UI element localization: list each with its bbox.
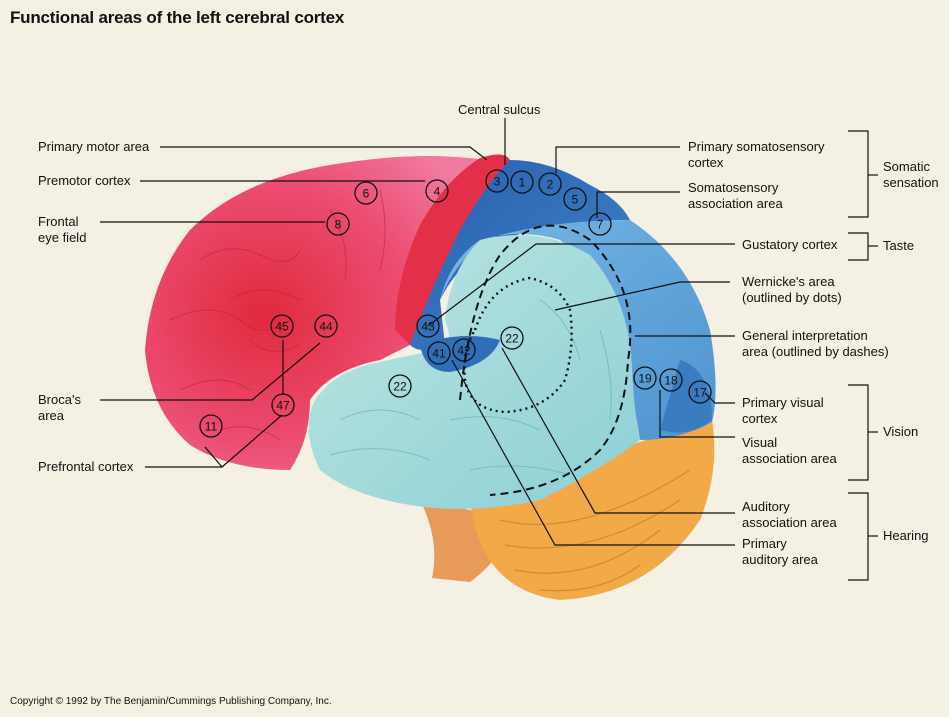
label-primary-somatosensory-line2: cortex bbox=[688, 155, 724, 170]
area-circle-a2 bbox=[538, 172, 562, 196]
area-circle-a43 bbox=[416, 314, 440, 338]
area-circle-a41 bbox=[427, 341, 451, 365]
label-visual-assoc: Visual association area bbox=[742, 435, 837, 467]
label-visual-assoc-line2: association area bbox=[742, 451, 837, 466]
visual-patch bbox=[660, 360, 712, 433]
copyright-notice: Copyright © 1992 by The Benjamin/Cumming… bbox=[10, 696, 332, 707]
area-number-a41: 41 bbox=[432, 347, 446, 361]
label-broca-line1: Broca's bbox=[38, 392, 81, 407]
temporal-lobe bbox=[308, 235, 640, 509]
label-general-interpretation-line1: General interpretation bbox=[742, 328, 868, 343]
area-number-a44: 44 bbox=[319, 320, 333, 334]
area-circle-a22a bbox=[500, 326, 524, 350]
label-premotor: Premotor cortex bbox=[38, 173, 131, 188]
area-number-a42: 42 bbox=[457, 344, 471, 358]
label-visual-assoc-line1: Visual bbox=[742, 435, 778, 450]
label-prefrontal: Prefrontal cortex bbox=[38, 459, 134, 474]
label-primary-auditory: Primary auditory area bbox=[742, 536, 818, 568]
area-circle-a6 bbox=[354, 181, 378, 205]
label-frontal-eye-line1: Frontal bbox=[38, 214, 79, 229]
label-primary-visual-line1: Primary visual bbox=[742, 395, 824, 410]
label-frontal-eye: Frontal eye field bbox=[38, 214, 86, 246]
area-number-a17: 17 bbox=[693, 386, 707, 400]
area-number-a19: 19 bbox=[638, 372, 652, 386]
area-circle-a42 bbox=[452, 338, 476, 362]
area-circle-a44 bbox=[314, 314, 338, 338]
cerebellum bbox=[470, 420, 715, 600]
group-brackets bbox=[848, 130, 878, 581]
group-taste: Taste bbox=[883, 238, 915, 253]
area-number-a11: 11 bbox=[205, 420, 218, 434]
area-circle-a17 bbox=[688, 380, 712, 404]
group-hearing: Hearing bbox=[883, 528, 929, 543]
label-broca-line2: area bbox=[38, 408, 65, 423]
group-somatic-line2: sensation bbox=[883, 175, 939, 190]
area-number-a1: 1 bbox=[519, 176, 526, 190]
area-number-a6: 6 bbox=[363, 187, 370, 201]
area-circle-a7 bbox=[588, 212, 612, 236]
leader-lines bbox=[100, 118, 735, 546]
label-somatosensory-assoc: Somatosensory association area bbox=[688, 180, 783, 212]
area-number-a22a: 22 bbox=[505, 332, 519, 346]
frontal-lobe bbox=[145, 156, 485, 470]
parietal-occipital bbox=[440, 220, 716, 440]
label-somatosensory-assoc-line2: association area bbox=[688, 196, 783, 211]
label-gustatory: Gustatory cortex bbox=[742, 237, 838, 252]
area-circle-a18 bbox=[659, 368, 683, 392]
area-circle-a47 bbox=[271, 393, 295, 417]
label-central-sulcus: Central sulcus bbox=[458, 102, 541, 117]
area-circle-a4 bbox=[425, 179, 449, 203]
label-wernicke: Wernicke's area (outlined by dots) bbox=[742, 274, 842, 306]
somatosensory-cortex bbox=[410, 160, 630, 350]
area-number-a3: 3 bbox=[494, 175, 501, 189]
general-interpretation-outline bbox=[459, 224, 632, 496]
label-somatosensory-assoc-line1: Somatosensory bbox=[688, 180, 779, 195]
label-primary-auditory-line1: Primary bbox=[742, 536, 787, 551]
label-primary-motor: Primary motor area bbox=[38, 139, 150, 154]
group-somatic-line1: Somatic bbox=[883, 159, 930, 174]
area-circle-a8 bbox=[326, 212, 350, 236]
group-somatic-sensation: Somatic sensation bbox=[883, 159, 939, 191]
label-wernicke-line2: (outlined by dots) bbox=[742, 290, 842, 305]
area-number-a5: 5 bbox=[572, 193, 579, 207]
area-circle-a5 bbox=[563, 187, 587, 211]
label-primary-visual: Primary visual cortex bbox=[742, 395, 824, 427]
label-primary-visual-line2: cortex bbox=[742, 411, 778, 426]
auditory-patch bbox=[420, 336, 500, 372]
label-primary-somatosensory: Primary somatosensory cortex bbox=[688, 139, 825, 171]
label-wernicke-line1: Wernicke's area bbox=[742, 274, 835, 289]
label-auditory-assoc: Auditory association area bbox=[742, 499, 837, 531]
area-number-a22b: 22 bbox=[393, 380, 407, 394]
wernicke-outline bbox=[463, 276, 573, 414]
area-circle-a19 bbox=[633, 366, 657, 390]
area-number-a8: 8 bbox=[335, 218, 342, 232]
area-number-a7: 7 bbox=[597, 218, 604, 232]
label-auditory-assoc-line1: Auditory bbox=[742, 499, 790, 514]
area-number-a18: 18 bbox=[664, 374, 678, 388]
label-primary-auditory-line2: auditory area bbox=[742, 552, 818, 567]
area-number-a2: 2 bbox=[547, 178, 554, 192]
area-circle-a1 bbox=[510, 170, 534, 194]
area-number-a47: 47 bbox=[276, 399, 290, 413]
area-number-a43: 43 bbox=[421, 320, 435, 334]
group-vision: Vision bbox=[883, 424, 919, 439]
label-auditory-assoc-line2: association area bbox=[742, 515, 837, 530]
figure-title: Functional areas of the left cerebral co… bbox=[10, 8, 345, 27]
label-frontal-eye-line2: eye field bbox=[38, 230, 87, 245]
area-circle-a45 bbox=[270, 314, 294, 338]
area-circle-a22b bbox=[388, 374, 412, 398]
area-number-a4: 4 bbox=[434, 185, 441, 199]
area-number-a45: 45 bbox=[275, 320, 289, 334]
label-primary-somatosensory-line1: Primary somatosensory bbox=[688, 139, 825, 154]
area-circle-a3 bbox=[485, 169, 509, 193]
label-broca: Broca's area bbox=[38, 392, 81, 424]
area-circle-a11 bbox=[199, 414, 223, 438]
label-general-interpretation: General interpretation area (outlined by… bbox=[742, 328, 889, 360]
label-general-interpretation-line2: area (outlined by dashes) bbox=[742, 344, 889, 359]
